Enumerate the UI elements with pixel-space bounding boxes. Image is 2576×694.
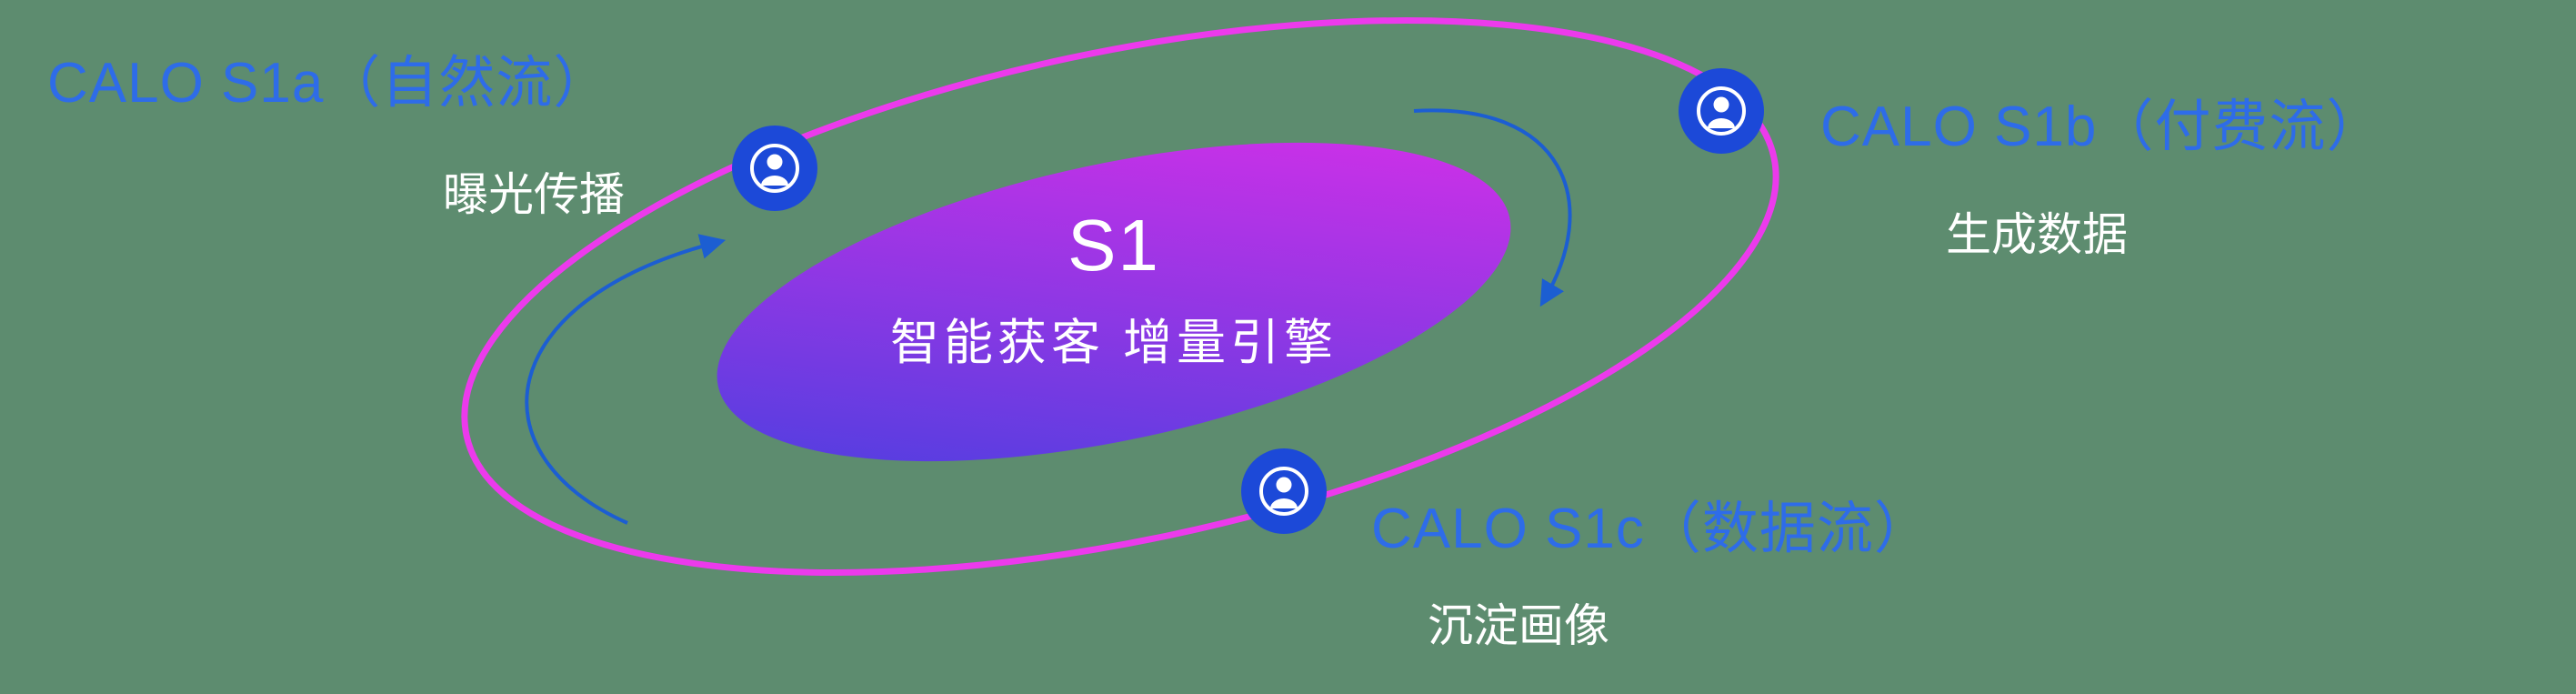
user-icon (1259, 467, 1308, 516)
orbit-ring (461, 17, 1779, 576)
flow-arrow-left (525, 234, 727, 525)
sublabel-calo-s1a: 曝光传播 (443, 169, 625, 220)
node-calo-s1b (1679, 68, 1764, 154)
sublabel-calo-s1c: 沉淀画像 (1428, 600, 1609, 651)
core-text: S1 智能获客 增量引擎 (890, 204, 1338, 374)
label-calo-s1b: CALO S1b（付费流） (1820, 96, 2384, 158)
label-calo-s1a: CALO S1a（自然流） (47, 52, 611, 115)
node-calo-s1a (732, 126, 817, 211)
core-subtitle: 智能获客 增量引擎 (889, 316, 1338, 370)
label-calo-s1c: CALO S1c（数据流） (1371, 498, 1931, 560)
flow-arrow-right (1413, 108, 1572, 307)
core-ellipse (717, 142, 1511, 462)
user-icon (750, 144, 799, 193)
core-title: S1 (1067, 205, 1160, 286)
sublabel-calo-s1b: 生成数据 (1946, 209, 2128, 260)
user-icon (1697, 86, 1746, 136)
node-calo-s1c (1241, 448, 1327, 534)
